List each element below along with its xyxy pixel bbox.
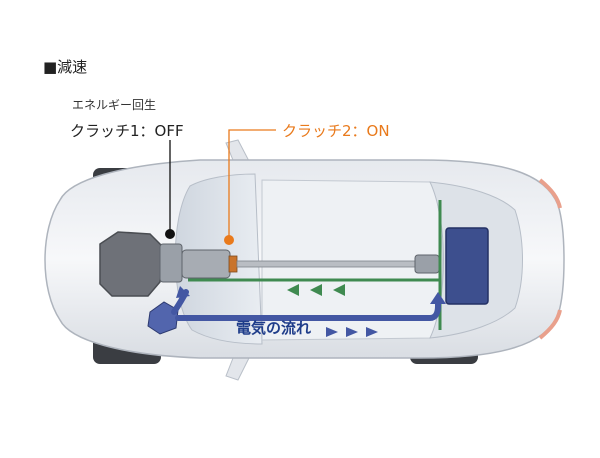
clutch1-housing — [159, 243, 183, 283]
clutch2-status-label: クラッチ2：ON — [282, 122, 390, 140]
propeller-shaft — [236, 260, 418, 268]
rear-differential — [414, 254, 440, 274]
green-arrow-3 — [333, 284, 345, 296]
green-arrow-1 — [287, 284, 299, 296]
clutch2-marker-dot — [224, 235, 234, 245]
electricity-flow-label: 電気の流れ — [236, 319, 312, 337]
energy-regeneration-label: エネルギー回生 — [72, 98, 157, 112]
flow-arrowhead-down — [176, 286, 190, 298]
blue-arrow-1 — [326, 327, 338, 337]
clutch1-marker-dot — [165, 229, 175, 239]
tail-light-left — [538, 178, 562, 209]
clutch1-status-label: クラッチ1：OFF — [70, 122, 184, 140]
flow-arrowhead-up — [430, 292, 446, 304]
clutch2-unit — [228, 255, 238, 273]
tail-light-right — [538, 309, 562, 340]
engine-block — [99, 231, 163, 297]
motor-unit — [181, 249, 231, 279]
clutch2-leader-line — [228, 129, 276, 238]
inverter-unit — [147, 301, 179, 335]
battery-pack — [445, 227, 489, 305]
green-arrow-2 — [310, 284, 322, 296]
blue-arrow-2 — [346, 327, 358, 337]
section-heading: ■減速 — [43, 58, 88, 76]
blue-arrow-3 — [366, 327, 378, 337]
